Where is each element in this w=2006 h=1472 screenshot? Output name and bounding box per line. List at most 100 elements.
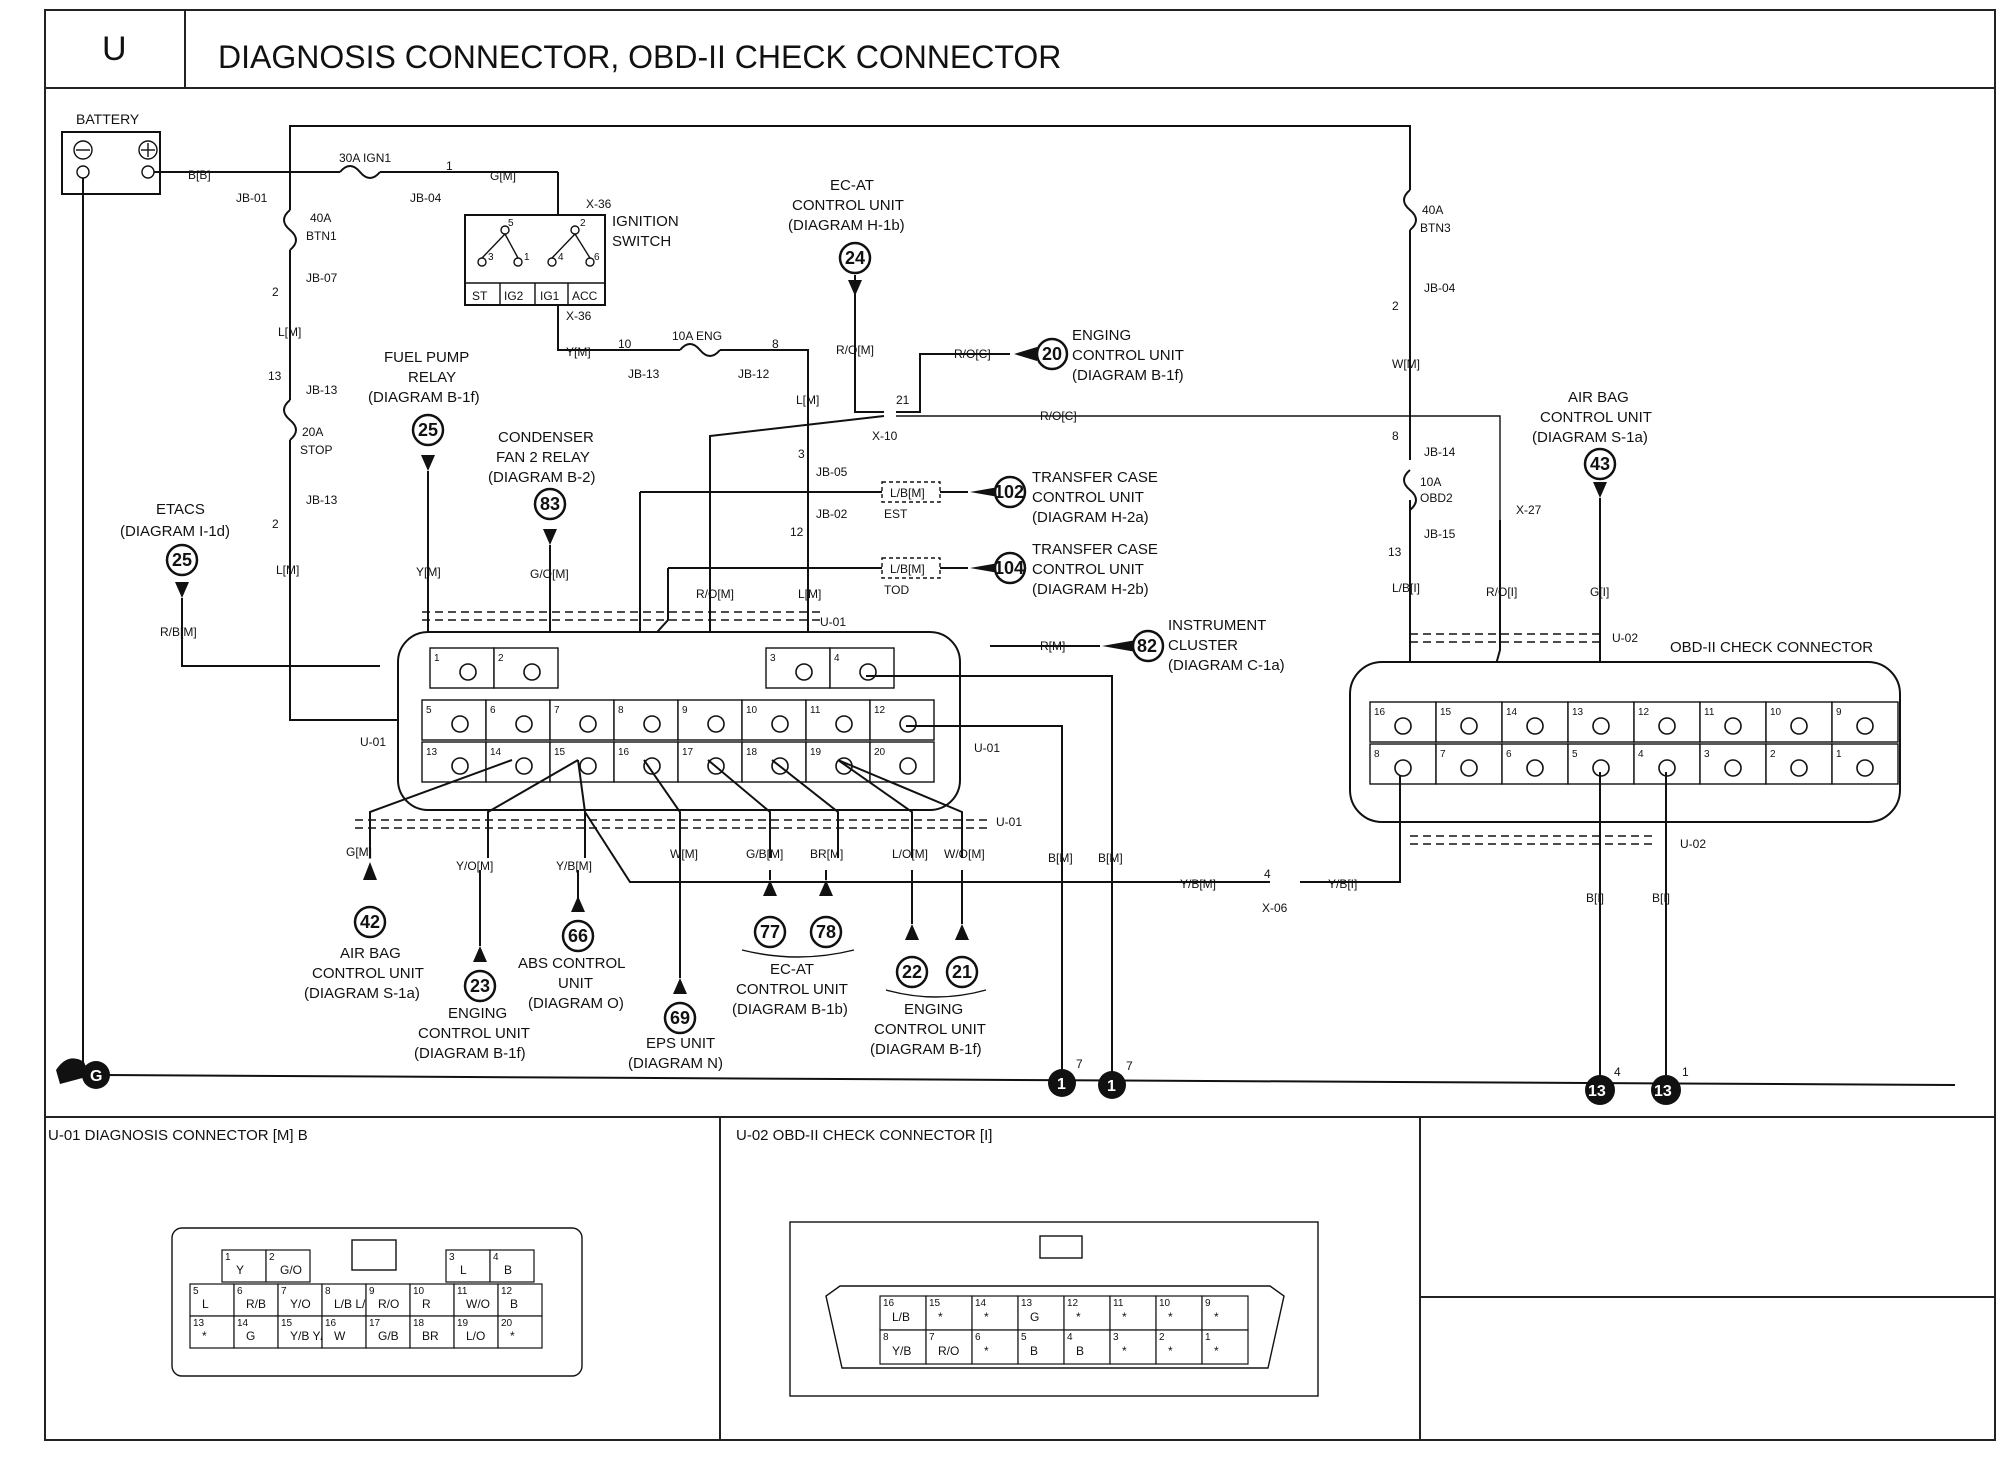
junction-label: JB-04: [410, 191, 442, 205]
pin-label: 7: [1076, 1057, 1083, 1071]
wire-label: L[M]: [798, 587, 821, 601]
reference-number: 20: [1042, 344, 1062, 364]
module-label: CONTROL UNIT: [792, 197, 904, 214]
face-pin-number: 6: [237, 1286, 243, 1297]
pin-number: 3: [1704, 749, 1710, 760]
pin-label: 10: [618, 337, 632, 351]
face-pin-number: 2: [269, 1252, 275, 1263]
reference-number: 104: [994, 558, 1024, 578]
pin-number: 11: [1704, 707, 1715, 718]
circle-ref: [838, 241, 872, 275]
pin-contact: [451, 715, 469, 733]
pin-contact: [451, 757, 469, 775]
module-label: (DIAGRAM B-1b): [732, 1001, 848, 1018]
face-wire-color: *: [1214, 1310, 1219, 1324]
face-wire-color: BR: [422, 1329, 439, 1343]
face-cell: [409, 1283, 455, 1317]
pin-number: 5: [426, 705, 432, 716]
reference-number: 77: [760, 922, 780, 942]
pin-contact: [1526, 717, 1544, 735]
view-title-u02: U-02 OBD-II CHECK CONNECTOR [I]: [736, 1127, 992, 1144]
face-wire-color: W: [334, 1329, 346, 1343]
module-label: (DIAGRAM S-1a): [304, 985, 420, 1002]
wire-label: G[I]: [1590, 585, 1609, 599]
connector-label: X-36: [586, 197, 612, 211]
module-label: (DIAGRAM I-1d): [120, 523, 230, 540]
pin-contact: [1526, 759, 1544, 777]
pin-number: 8: [618, 705, 624, 716]
pin-number: 11: [810, 705, 821, 716]
wire-label: R/O[M]: [836, 343, 874, 357]
module-label: (DIAGRAM H-1b): [788, 217, 905, 234]
pin-contact: [515, 715, 533, 733]
pin-contact: [523, 663, 541, 681]
face-cell: [1155, 1295, 1203, 1331]
face-wire-color: *: [938, 1310, 943, 1324]
face-cell: [925, 1329, 973, 1365]
wire-label: TOD: [884, 583, 909, 597]
pin-contact: [1856, 759, 1874, 777]
module-label: TRANSFER CASE: [1032, 469, 1158, 486]
pin-number: 16: [618, 747, 630, 758]
reference-number: 23: [470, 976, 490, 996]
pin-label: 8: [772, 337, 779, 351]
face-cell: [1017, 1329, 1065, 1365]
face-pin-number: 20: [501, 1318, 513, 1329]
pin-contact: [1856, 717, 1874, 735]
page-title: DIAGNOSIS CONNECTOR, OBD-II CHECK CONNEC…: [218, 39, 1061, 75]
battery: BATTERY: [61, 111, 161, 195]
module-label: CONTROL UNIT: [312, 965, 424, 982]
face-wire-color: *: [1168, 1310, 1173, 1324]
reference-number: 43: [1590, 454, 1610, 474]
face-pin-number: 11: [457, 1286, 468, 1297]
face-cell: [497, 1315, 543, 1349]
lower-wiring: [369, 675, 1667, 1085]
module-label: CONTROL UNIT: [1540, 409, 1652, 426]
pin-contact: [899, 757, 917, 775]
pin-contact: [795, 663, 813, 681]
pin-number: 20: [874, 747, 886, 758]
wire-label: L[M]: [276, 563, 299, 577]
pin-contact: [899, 715, 917, 733]
wire-label: L/B[M]: [890, 486, 925, 500]
pin-number: 18: [746, 747, 758, 758]
junction-label: JB-02: [816, 507, 848, 521]
face-cell: [409, 1315, 455, 1349]
reference-number: 22: [902, 962, 922, 982]
junction-label: JB-12: [738, 367, 770, 381]
connector-label: X-10: [872, 429, 898, 443]
face-pin-number: 16: [325, 1318, 337, 1329]
section-letter: U: [102, 30, 127, 68]
power-wiring: [82, 125, 1956, 1086]
module-label: (DIAGRAM B-1f): [1072, 367, 1184, 384]
module-label: FUEL PUMP: [384, 349, 469, 366]
pin-contact: [1460, 759, 1478, 777]
pin-number: 6: [1506, 749, 1512, 760]
face-wire-color: L/O: [466, 1329, 485, 1343]
module-label: ENGING: [448, 1005, 507, 1022]
face-cell: [1109, 1295, 1157, 1331]
face-wire-color: *: [510, 1329, 515, 1343]
ignition-switch: [464, 214, 620, 351]
module-label: (DIAGRAM C-1a): [1168, 657, 1285, 674]
module-label: AIR BAG: [1568, 389, 1629, 406]
pin-number: 9: [682, 705, 688, 716]
face-pin-number: 9: [1205, 1298, 1211, 1309]
face-wire-color: Y/B Y/B: [290, 1329, 332, 1343]
pin-label: 2: [272, 517, 279, 531]
pin-number: 7: [554, 705, 560, 716]
module-label: (DIAGRAM B-1f): [870, 1041, 982, 1058]
wire-label: L[M]: [796, 393, 819, 407]
term-label: ST: [472, 289, 488, 303]
pin-label: 3: [488, 252, 494, 263]
face-wire-color: Y/O: [290, 1297, 311, 1311]
face-cell: [1201, 1329, 1249, 1365]
face-pin-number: 3: [1113, 1332, 1119, 1343]
pin-number: 5: [1572, 749, 1578, 760]
reference-number: 83: [540, 494, 560, 514]
pin-number: 2: [498, 653, 504, 664]
face-cell: [1109, 1329, 1157, 1365]
face-cell: [365, 1315, 411, 1349]
face-pin-number: 13: [1021, 1298, 1033, 1309]
